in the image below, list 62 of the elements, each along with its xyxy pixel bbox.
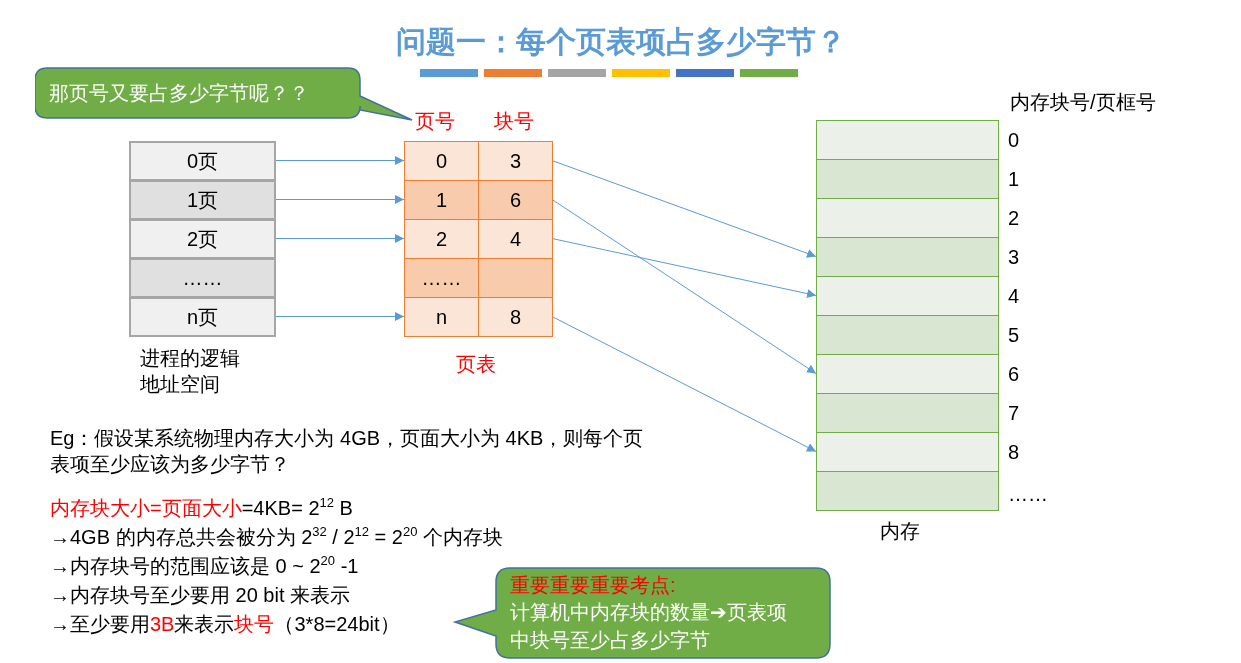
frame-number: 3 <box>1008 245 1020 270</box>
arrow <box>551 238 817 298</box>
memory-frame <box>816 159 999 199</box>
memory-frame <box>816 120 999 160</box>
frame-number: 8 <box>1008 440 1020 465</box>
memory-frame <box>816 198 999 238</box>
page-cell: n页 <box>129 297 276 337</box>
arrow <box>551 316 817 452</box>
page-table-cell: 4 <box>478 219 553 259</box>
column-header: 内存块号/页框号 <box>1010 90 1156 115</box>
page-cell: 1页 <box>129 180 276 220</box>
memory-frame <box>816 471 999 511</box>
callout-text: 重要重要重要考点: <box>510 573 676 598</box>
explanation-text: （3*8=24bit） <box>274 613 400 635</box>
column-header: 块号 <box>494 109 534 134</box>
memory-frame <box>816 432 999 472</box>
explanation-text: 3B <box>150 613 175 635</box>
page-cell: 2页 <box>129 219 276 259</box>
page-table-cell: 0 <box>404 141 479 181</box>
memory-frame <box>816 315 999 355</box>
page-table-cell: 2 <box>404 219 479 259</box>
page-table-cell: 3 <box>478 141 553 181</box>
memory-frame <box>816 237 999 277</box>
frame-number: 7 <box>1008 401 1020 426</box>
page-table-cell <box>478 258 553 298</box>
arrow <box>551 199 817 374</box>
explanation-text: →4GB 的内存总共会被分为 2$^{32}$ / 2$^{12}$ = 2$^{20}$ 个内存块 <box>50 526 503 548</box>
explanation-text: →至少要用 <box>50 613 150 635</box>
callout-text: 计算机中内存块的数量➔页表项中块号至少占多少字节 <box>510 600 788 653</box>
page-table-cell: 6 <box>478 180 553 220</box>
page-table-cell: n <box>404 297 479 337</box>
caption: 内存 <box>880 519 920 544</box>
callout-text: 那页号又要占多少字节呢？？ <box>49 81 309 106</box>
explanation-text: 内存块大小=页面大小 <box>50 497 242 519</box>
title: 问题一：每个页表项占多少字节？ <box>394 24 847 60</box>
memory-frame <box>816 354 999 394</box>
frame-number: 1 <box>1008 167 1020 192</box>
arrow <box>551 160 817 258</box>
frame-number: 5 <box>1008 323 1020 348</box>
page-table-cell: …… <box>404 258 479 298</box>
explanation-text: =4KB= 2$^{12}$ B <box>241 497 353 519</box>
explanation-text: →内存块号的范围应该是 0 ~ 2$^{20}$ -1 <box>50 555 359 577</box>
caption: 页表 <box>456 352 496 377</box>
frame-number: 2 <box>1008 206 1020 231</box>
callout-bubble <box>35 66 415 122</box>
page-table-cell: 8 <box>478 297 553 337</box>
page-cell: 0页 <box>129 141 276 181</box>
memory-frame <box>816 276 999 316</box>
page-cell: …… <box>129 258 276 298</box>
page-table-cell: 1 <box>404 180 479 220</box>
memory-frame <box>816 393 999 433</box>
caption: 进程的逻辑地址空间 <box>140 346 241 397</box>
explanation-text: →内存块号至少要用 20 bit 来表示 <box>50 584 351 606</box>
frame-number: 6 <box>1008 362 1020 387</box>
explanation-text: 来表示 <box>174 613 235 635</box>
callout-bubble <box>452 566 832 660</box>
explanation-text: 块号 <box>234 613 275 635</box>
column-header: 页号 <box>415 109 455 134</box>
question-text: Eg：假设某系统物理内存大小为 4GB，页面大小为 4KB，则每个页表项至少应该为多少字节？ <box>50 426 645 477</box>
frame-number: …… <box>1008 482 1048 507</box>
frame-number: 0 <box>1008 128 1020 153</box>
frame-number: 4 <box>1008 284 1020 309</box>
